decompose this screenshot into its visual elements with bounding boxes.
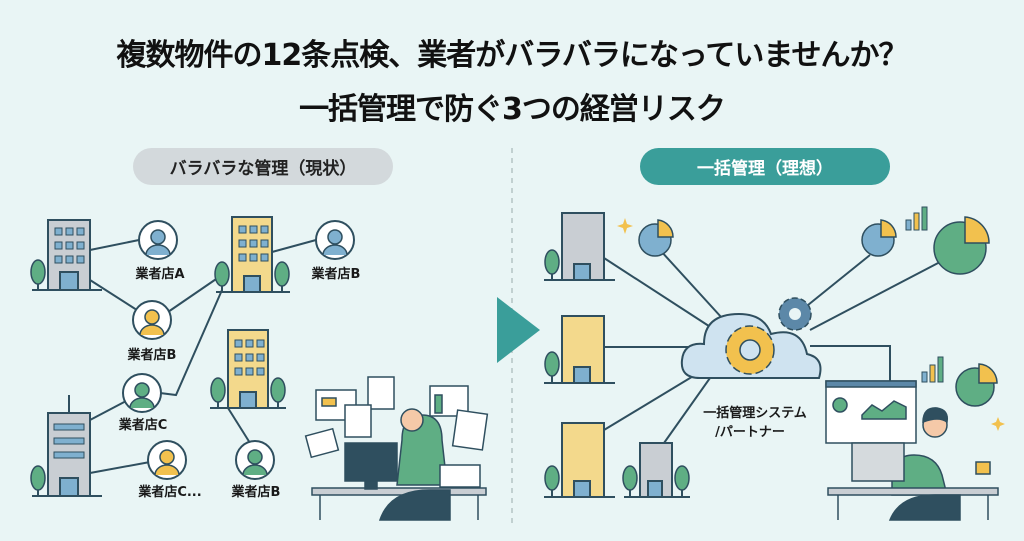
building-icon bbox=[544, 422, 615, 498]
hub-label-line-1: 一括管理システム bbox=[703, 406, 807, 421]
pie-chart-icon bbox=[638, 216, 998, 407]
bar-chart-icon bbox=[905, 206, 944, 383]
vendor-label: 業者店C bbox=[118, 418, 168, 433]
hub-label-line-2: /パートナー bbox=[715, 425, 785, 440]
gear-icon bbox=[778, 297, 812, 331]
vendor-label: 業者店B bbox=[311, 267, 361, 282]
vendor-label: 業者店C... bbox=[138, 485, 202, 500]
sparkle-icon bbox=[617, 218, 1005, 431]
arrow-icon bbox=[497, 297, 540, 363]
vendor-label: 業者店A bbox=[135, 267, 185, 282]
building-icon bbox=[544, 212, 615, 281]
dashboard-worker-illustration bbox=[825, 380, 999, 521]
building-icon bbox=[544, 315, 615, 384]
vendor-avatars bbox=[122, 220, 355, 480]
title-line-2: 一括管理で防ぐ3つの経営リスク bbox=[299, 92, 726, 127]
right-connections bbox=[603, 249, 941, 444]
left-connections bbox=[89, 239, 317, 474]
title-line-1: 複数物件の12条点検、業者がバラバラになっていませんか？ bbox=[116, 38, 908, 73]
current-state-pill: バラバラな管理（現状） bbox=[133, 148, 393, 185]
stressed-worker-illustration bbox=[304, 376, 489, 521]
vendor-label: 業者店B bbox=[231, 485, 281, 500]
vendor-label: 業者店B bbox=[127, 348, 177, 363]
ideal-state-pill: 一括管理（理想） bbox=[640, 148, 890, 185]
building-icon bbox=[624, 442, 690, 498]
gear-icon bbox=[725, 325, 775, 375]
